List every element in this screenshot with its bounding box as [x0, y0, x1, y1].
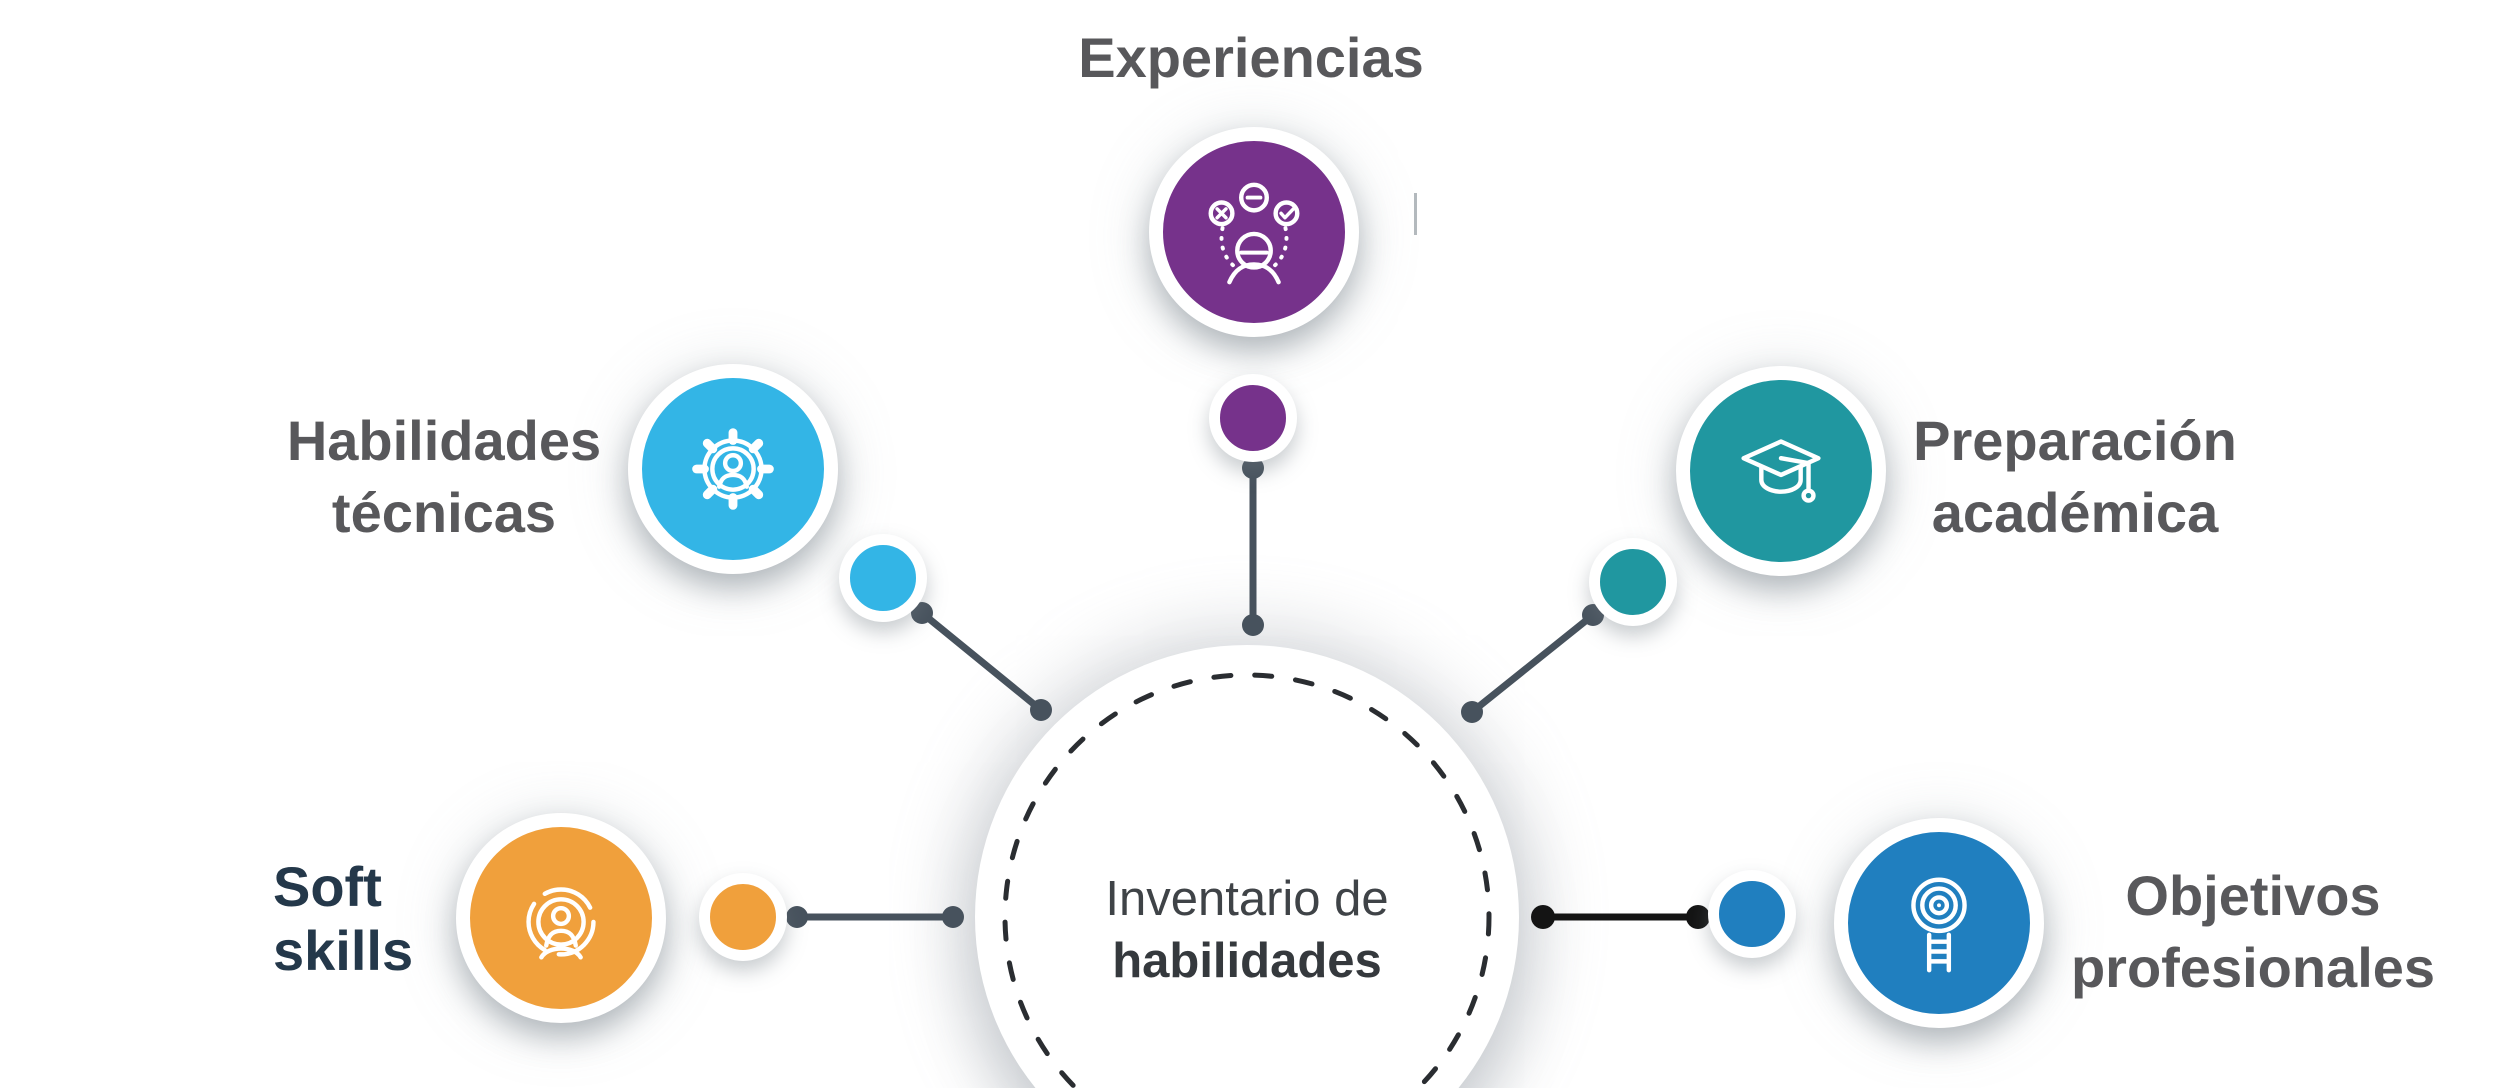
dot-preparacion-academica [1589, 538, 1677, 626]
label-text: profesionales [2070, 936, 2436, 999]
dot-experiencias [1209, 374, 1297, 462]
connector-preparacion-academica [1461, 604, 1604, 723]
connector-soft-skills [786, 906, 964, 928]
text-cursor-artifact [1414, 193, 1417, 235]
gear-person-icon [692, 428, 774, 510]
connector-experiencias [1242, 457, 1264, 636]
label-text: Objetivos [2125, 864, 2381, 927]
node-experiencias [1149, 127, 1359, 337]
connector-habilidades-tecnicas [911, 602, 1052, 721]
label-text: Preparación [1913, 409, 2237, 472]
label-text: skills [273, 919, 414, 982]
label-text: Experiencias [1078, 26, 1424, 89]
target-ladder-icon [1911, 877, 1967, 973]
label-text: técnicas [331, 481, 557, 544]
label-objetivos-profesionales: Objetivos profesionales [2003, 860, 2500, 1004]
center-title: Inventario de habilidades [967, 868, 1527, 992]
connector-objetivos-profesionales [1531, 905, 1710, 929]
dot-soft-skills [699, 873, 787, 961]
person-segments-icon [526, 887, 596, 960]
center-title-line1: Inventario de [1105, 872, 1389, 926]
center-dashed-circle [1002, 672, 1492, 1088]
label-habilidades-tecnicas: Habilidades técnicas [194, 405, 694, 549]
label-soft-skills: Soft skills [273, 855, 673, 983]
label-text: Soft [273, 855, 382, 918]
person-feedback-icon [1208, 182, 1300, 285]
dot-objetivos-profesionales [1708, 870, 1796, 958]
label-experiencias: Experiencias [951, 26, 1551, 90]
label-text: académica [1931, 481, 2219, 544]
label-preparacion-academica: Preparación académica [1825, 405, 2325, 549]
label-text: Habilidades [286, 409, 602, 472]
dot-habilidades-tecnicas [839, 534, 927, 622]
center-title-line2: habilidades [1112, 934, 1382, 988]
graduation-cap-icon [1741, 439, 1821, 503]
